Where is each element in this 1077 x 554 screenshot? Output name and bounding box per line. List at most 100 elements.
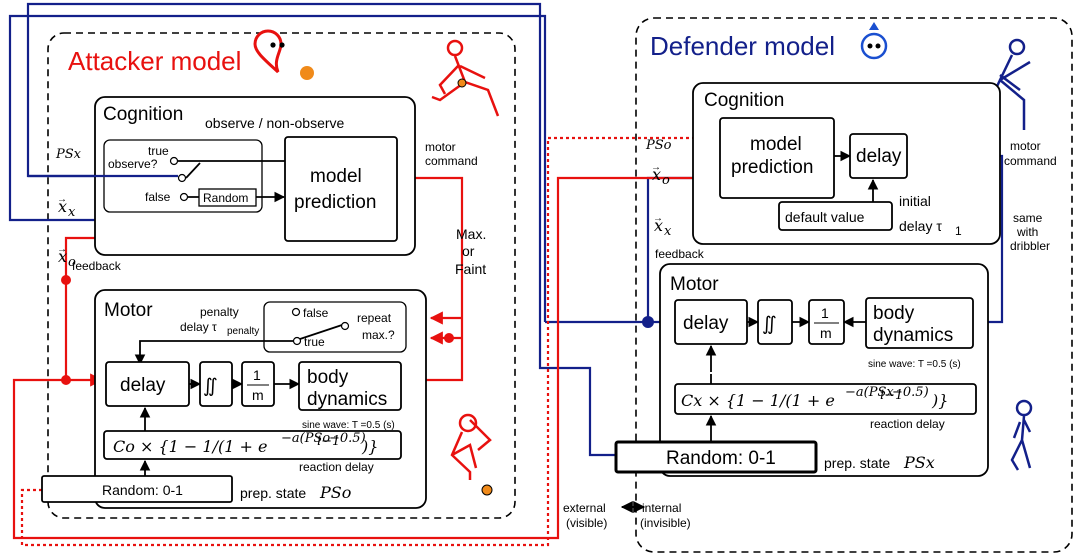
defender-title: Defender model bbox=[650, 31, 835, 61]
xx-label: x → x bbox=[57, 194, 76, 220]
svg-text:)}: )} bbox=[361, 437, 378, 456]
svg-text:prep. state: prep. state bbox=[824, 455, 890, 471]
default-value-box bbox=[778, 201, 893, 231]
svg-text:Random: 0-1: Random: 0-1 bbox=[102, 482, 183, 498]
svg-text:→: → bbox=[651, 162, 661, 173]
xx-label-def: x → x bbox=[653, 213, 672, 239]
initial-1: initial bbox=[899, 193, 931, 209]
initial-2: delay τ 1 bbox=[899, 218, 962, 238]
svg-text:i−1: i−1 bbox=[880, 388, 903, 403]
max-or-faint-3: Faint bbox=[455, 261, 486, 277]
svg-text:Cx × {1 − 1/(1 + e: Cx × {1 − 1/(1 + e bbox=[681, 391, 835, 410]
defender-cognition-title: Cognition bbox=[704, 90, 784, 111]
stick-figure-icon bbox=[1010, 399, 1033, 471]
xo-label-def: x → o bbox=[651, 162, 670, 188]
svg-text:false: false bbox=[303, 306, 329, 320]
defender-body-block bbox=[865, 297, 974, 349]
attacker-random-box bbox=[41, 475, 233, 503]
svg-text:dynamics: dynamics bbox=[307, 389, 387, 410]
svg-text:PSx: PSx bbox=[903, 453, 935, 472]
svg-text:dynamics: dynamics bbox=[873, 325, 953, 346]
svg-text:delay: delay bbox=[856, 146, 902, 167]
svg-text:∬: ∬ bbox=[762, 314, 777, 335]
defender-random-box bbox=[614, 440, 818, 474]
internal-1: internal bbox=[642, 501, 681, 515]
attacker-reaction-delay: reaction delay bbox=[299, 460, 374, 474]
svg-text:1: 1 bbox=[253, 367, 261, 383]
attacker-prediction-l1: model bbox=[310, 166, 362, 187]
svg-text:o: o bbox=[68, 255, 76, 270]
same-3: dribbler bbox=[1010, 239, 1050, 253]
attacker-region bbox=[47, 32, 516, 519]
attacker-title: Attacker model bbox=[68, 46, 241, 76]
svg-text:x: x bbox=[654, 216, 663, 235]
defender-cog-delay-block bbox=[849, 133, 908, 179]
svg-text:i−1: i−1 bbox=[317, 434, 340, 449]
defender-feedback: feedback bbox=[655, 247, 705, 261]
penalty-sub: penalty bbox=[227, 326, 259, 337]
svg-text:→: → bbox=[57, 244, 67, 255]
attacker-feedback: feedback bbox=[72, 259, 122, 273]
svg-text:PSo: PSo bbox=[319, 483, 351, 502]
svg-text:o: o bbox=[662, 173, 670, 188]
face-icon bbox=[860, 22, 888, 60]
penalty-1: penalty bbox=[200, 305, 239, 319]
svg-text:Co × {1 − 1/(1 + e: Co × {1 − 1/(1 + e bbox=[113, 437, 267, 456]
svg-text:prep. state: prep. state bbox=[240, 485, 306, 501]
external-2: (visible) bbox=[566, 516, 607, 530]
svg-text:x: x bbox=[664, 224, 672, 239]
xo-label: x → o bbox=[57, 244, 76, 270]
location-pin-icon bbox=[253, 29, 285, 74]
defender-prep-state: prep. state PSx bbox=[824, 453, 935, 472]
max-or-faint-2: or bbox=[462, 243, 475, 259]
defender-formula: Cx × {1 − 1/(1 + e −a(PSx i−1 −0.5) )} bbox=[681, 385, 948, 410]
observe-label: observe / non-observe bbox=[205, 115, 345, 131]
svg-text:default value: default value bbox=[785, 209, 865, 225]
stick-figure-icon bbox=[450, 413, 493, 496]
random-label: Random bbox=[203, 191, 248, 205]
svg-text:∬: ∬ bbox=[203, 376, 218, 397]
false-label: false bbox=[145, 190, 171, 204]
attacker-motor-command-1: motor bbox=[425, 140, 456, 154]
repeat-2: max.? bbox=[362, 328, 395, 342]
svg-text:delay: delay bbox=[120, 375, 166, 396]
svg-text:−a(PSx: −a(PSx bbox=[845, 385, 894, 400]
svg-text:−0.5): −0.5) bbox=[329, 431, 366, 446]
defender-motor-command-2: command bbox=[1004, 154, 1057, 168]
defender-motor-command-1: motor bbox=[1010, 139, 1041, 153]
defender-formula-box bbox=[674, 383, 977, 415]
defender-reaction-delay: reaction delay bbox=[870, 417, 945, 431]
attacker-formula-box bbox=[103, 430, 402, 460]
svg-text:x: x bbox=[652, 165, 661, 184]
external-1: external bbox=[563, 501, 606, 515]
svg-text:delay: delay bbox=[683, 313, 729, 334]
svg-text:m: m bbox=[252, 387, 264, 403]
svg-text:delay τ: delay τ bbox=[899, 218, 942, 234]
svg-text:→: → bbox=[653, 213, 663, 224]
repeat-1: repeat bbox=[357, 311, 392, 325]
svg-text:body: body bbox=[307, 367, 349, 388]
defender-sine: sine wave: T =0.5 (s) bbox=[868, 359, 961, 370]
svg-text:→: → bbox=[57, 194, 67, 205]
svg-text:x: x bbox=[58, 247, 67, 266]
penalty-2: delay τ bbox=[180, 320, 217, 334]
same-1: same bbox=[1013, 211, 1043, 225]
max-or-faint-1: Max. bbox=[456, 226, 486, 242]
attacker-sine: sine wave: T =0.5 (s) bbox=[302, 420, 395, 431]
attacker-motor-title: Motor bbox=[104, 300, 153, 321]
svg-text:1: 1 bbox=[821, 305, 829, 321]
attacker-body-block bbox=[298, 361, 402, 411]
same-2: with bbox=[1016, 225, 1038, 239]
attacker-prediction-box bbox=[284, 136, 398, 242]
stick-figure-icon bbox=[431, 39, 500, 117]
attacker-motor-command-2: command bbox=[425, 154, 478, 168]
defender-prediction-box bbox=[719, 117, 835, 199]
svg-text:model: model bbox=[750, 134, 802, 155]
svg-text:prediction: prediction bbox=[731, 157, 813, 178]
svg-text:)}: )} bbox=[931, 391, 948, 410]
svg-text:x: x bbox=[58, 197, 67, 216]
svg-text:m: m bbox=[820, 325, 832, 341]
pso-label: PSo bbox=[645, 138, 672, 153]
svg-text:−0.5): −0.5) bbox=[892, 385, 929, 400]
